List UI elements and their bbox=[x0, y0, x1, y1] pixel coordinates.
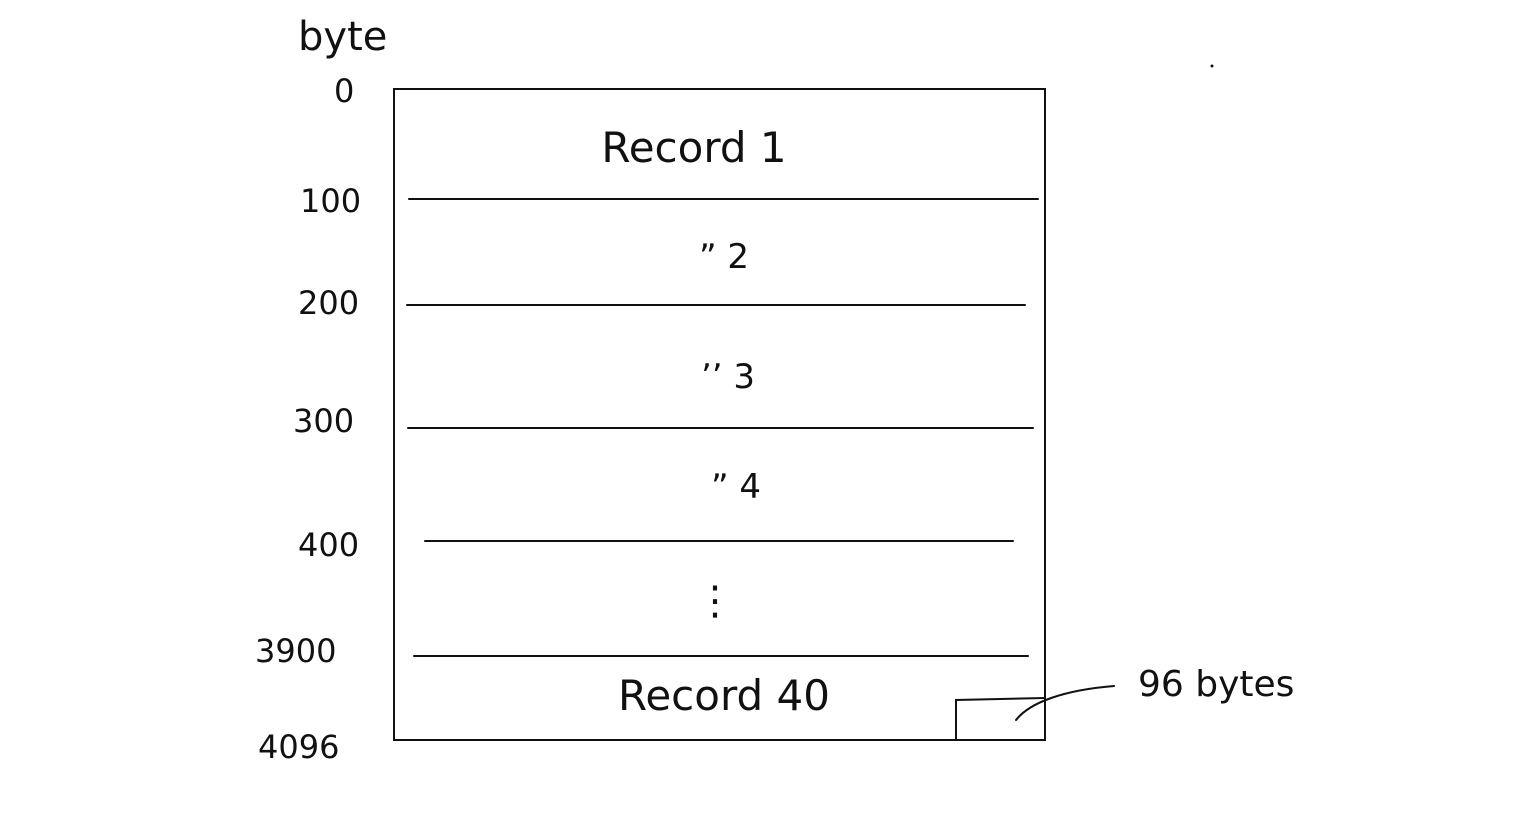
record-label-40: Record 40 bbox=[618, 671, 830, 720]
offset-label-0: 0 bbox=[334, 72, 354, 110]
block-outline bbox=[393, 88, 1046, 741]
record-label-3: ’’ 3 bbox=[701, 357, 755, 397]
byte-axis-title: byte bbox=[298, 14, 387, 60]
offset-label-4096: 4096 bbox=[258, 728, 339, 766]
callout-96-bytes: 96 bytes bbox=[1138, 664, 1294, 705]
stray-dot bbox=[1210, 64, 1214, 68]
record-label-ellipsis: ⋮ bbox=[695, 578, 735, 624]
offset-label-300: 300 bbox=[293, 402, 354, 440]
record-label-2: ” 2 bbox=[699, 237, 749, 277]
offset-label-200: 200 bbox=[298, 284, 359, 322]
offset-label-400: 400 bbox=[298, 526, 359, 564]
record-label-4: ” 4 bbox=[711, 467, 761, 507]
record-label-1: Record 1 bbox=[601, 123, 786, 172]
offset-label-100: 100 bbox=[300, 182, 361, 220]
offset-label-3900: 3900 bbox=[255, 632, 336, 670]
callout-arrow bbox=[1015, 685, 1115, 721]
leftover-space-box bbox=[955, 697, 1046, 741]
